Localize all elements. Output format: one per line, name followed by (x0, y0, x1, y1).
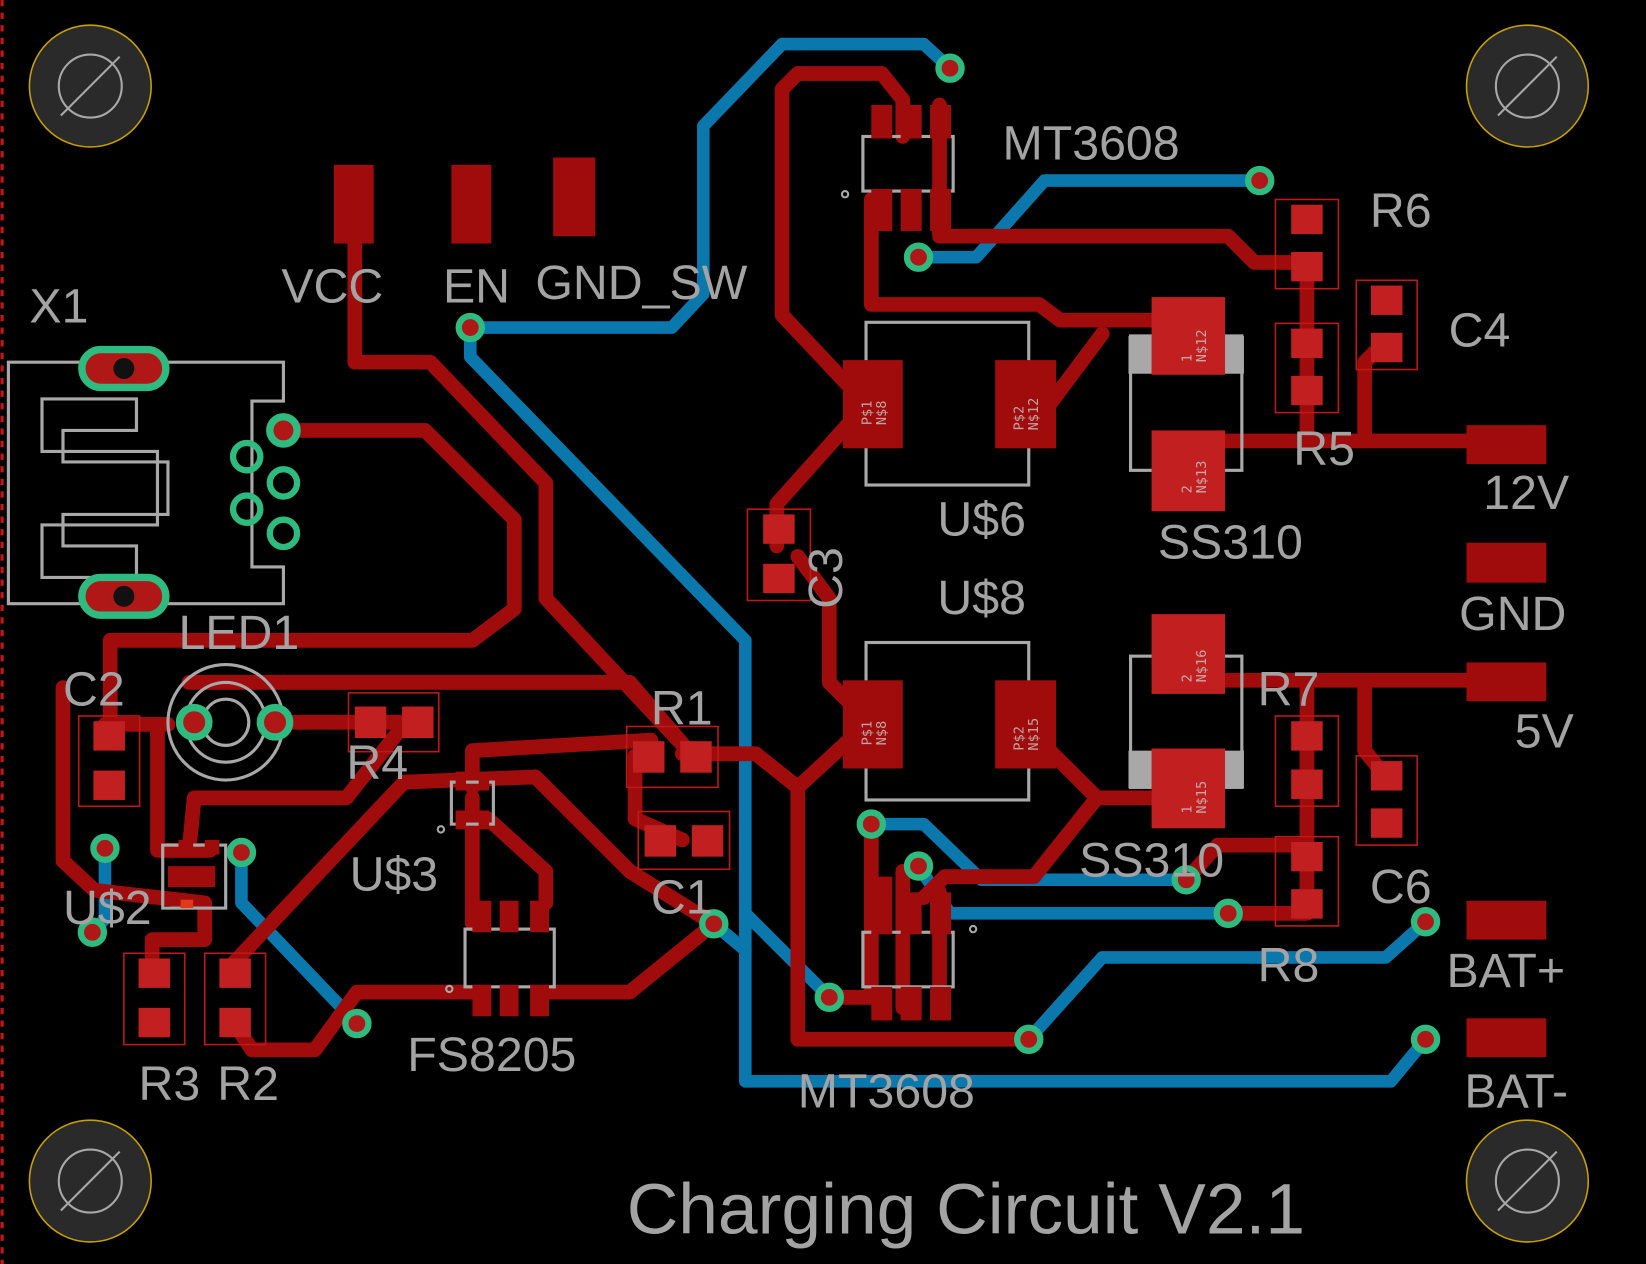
capacitor-c3[interactable] (746, 508, 812, 602)
mt3608-top[interactable] (840, 104, 955, 231)
mounting-hole-bl (28, 1119, 152, 1243)
label-5v: 5V (1515, 704, 1574, 758)
pad-bat-minus[interactable] (1466, 1018, 1547, 1058)
pad-en[interactable] (451, 164, 492, 244)
label-r4: R4 (346, 736, 408, 790)
led1[interactable] (166, 662, 294, 782)
pad-gnd[interactable] (1466, 542, 1547, 583)
label-c2: C2 (63, 662, 125, 716)
label-c4: C4 (1449, 303, 1511, 357)
silkscreen-labels: X1 VCC EN GND_SW MT3608 R6 C4 R5 12V U$6… (29, 117, 1573, 1250)
label-bat-plus: BAT+ (1447, 944, 1566, 998)
board-title: Charging Circuit V2.1 (627, 1170, 1305, 1250)
capacitor-c6[interactable] (1355, 755, 1418, 846)
ic-u2[interactable] (161, 839, 228, 910)
resistor-r7[interactable] (1274, 715, 1340, 808)
inductor-u6[interactable]: P$1N$8 P$2N$12 (842, 320, 1057, 487)
resistor-r3[interactable] (123, 952, 186, 1046)
resistor-r1[interactable] (625, 725, 719, 789)
pad-vcc[interactable] (333, 164, 374, 244)
svg-text:1N$15: 1N$15 (1179, 781, 1210, 814)
mt3608-bottom[interactable] (861, 876, 978, 1021)
label-c3: C3 (799, 547, 853, 609)
label-x1: X1 (29, 279, 88, 333)
svg-text:P$2N$15: P$2N$15 (1012, 718, 1043, 751)
label-fs8205: FS8205 (407, 1028, 576, 1082)
label-vcc: VCC (281, 259, 383, 313)
pad-5v[interactable] (1466, 662, 1547, 702)
label-r2: R2 (217, 1057, 279, 1111)
label-en: EN (443, 259, 510, 313)
usb-connector-x1[interactable] (6, 345, 301, 619)
label-u2: U$2 (63, 881, 152, 935)
vias (77, 53, 1441, 1055)
svg-text:P$1N$8: P$1N$8 (859, 401, 890, 426)
capacitor-c1[interactable] (637, 810, 731, 871)
mounting-hole-tl (28, 24, 152, 148)
label-12v: 12V (1483, 466, 1569, 520)
label-r3: R3 (139, 1057, 201, 1111)
inductor-u8[interactable]: P$1N$8 P$2N$15 (842, 640, 1057, 802)
label-r1: R1 (651, 681, 713, 735)
diode-ss310-bottom[interactable]: 2N$16 1N$15 (1128, 614, 1244, 829)
label-r7: R7 (1258, 662, 1320, 716)
mounting-hole-tr (1465, 24, 1590, 148)
svg-text:2N$16: 2N$16 (1179, 650, 1210, 683)
diode-ss310-top[interactable]: 1N$12 2N$13 (1128, 297, 1244, 512)
mounting-hole-br (1465, 1119, 1590, 1243)
label-bat-minus: BAT- (1464, 1065, 1568, 1119)
label-led1: LED1 (178, 606, 299, 660)
resistor-r4[interactable] (347, 692, 440, 753)
label-mt3608-bottom: MT3608 (798, 1065, 975, 1119)
label-c6: C6 (1370, 860, 1432, 914)
capacitor-c2[interactable] (77, 715, 141, 808)
label-r8: R8 (1258, 939, 1320, 993)
resistor-r6[interactable] (1274, 198, 1340, 290)
resistor-r8[interactable] (1274, 835, 1340, 927)
label-mt3608-top: MT3608 (1003, 117, 1180, 171)
ic-fs8205[interactable] (445, 900, 556, 1017)
label-r6: R6 (1370, 184, 1432, 238)
label-c1: C1 (651, 870, 713, 924)
svg-text:P$1N$8: P$1N$8 (859, 721, 890, 746)
svg-text:2N$13: 2N$13 (1179, 461, 1210, 494)
label-gnd: GND (1459, 587, 1566, 641)
label-u8: U$8 (937, 571, 1026, 625)
label-u3: U$3 (350, 847, 439, 901)
label-ss310-bottom: SS310 (1079, 834, 1224, 888)
svg-text:1N$12: 1N$12 (1179, 329, 1210, 362)
resistor-r2[interactable] (203, 952, 267, 1046)
bottom-traces (86, 37, 1432, 1088)
pad-12v[interactable] (1466, 425, 1547, 465)
capacitor-c4[interactable] (1355, 279, 1418, 371)
ic-u3[interactable] (436, 771, 495, 834)
label-ss310-top: SS310 (1158, 516, 1303, 570)
label-r5: R5 (1293, 422, 1355, 476)
resistor-r5[interactable] (1274, 322, 1340, 414)
svg-text:P$2N$12: P$2N$12 (1012, 398, 1043, 431)
label-gnd-sw: GND_SW (535, 256, 747, 310)
label-u6: U$6 (937, 492, 1026, 546)
pad-bat-plus[interactable] (1466, 900, 1547, 940)
pad-gnd-sw[interactable] (553, 157, 596, 237)
